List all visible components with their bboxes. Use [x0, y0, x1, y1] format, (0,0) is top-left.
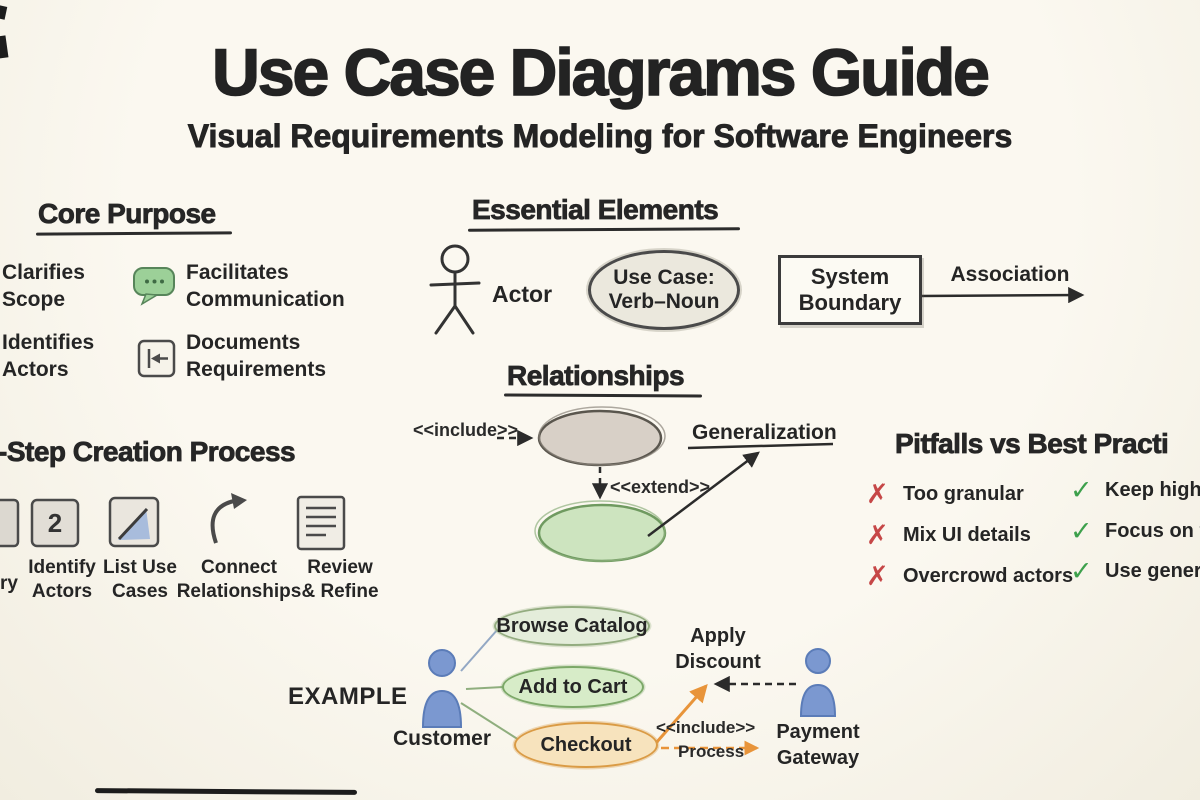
check-icon: ✓ — [1070, 516, 1093, 547]
generalization-label: Generalization — [692, 421, 837, 444]
page-title: Use Case Diagrams Guide — [211, 34, 990, 110]
customer-person-icon — [421, 649, 463, 728]
include-label: <<include>> — [413, 420, 519, 440]
payment-gateway-label: Payment Gateway — [776, 721, 860, 769]
core-purpose-item: Clarifies Scope — [2, 261, 85, 311]
core-purpose-item: Identifies Actors — [2, 331, 95, 381]
step-label: Identify Actors — [28, 557, 96, 603]
use-case-add-to-cart: Add to Cart — [502, 666, 644, 708]
extend-orange-arrow — [654, 683, 708, 744]
customer-association-lines — [460, 628, 520, 741]
pitfall-item: Too granular — [903, 483, 1024, 505]
x-icon: ✗ — [866, 520, 889, 551]
core-purpose-item: Documents Requirements — [186, 331, 327, 381]
apply-discount-label: Apply Discount — [675, 625, 761, 673]
use-case-ellipse: Use Case: Verb–Noun — [588, 250, 740, 330]
x-icon: ✗ — [866, 479, 889, 510]
numbered-box-icon — [30, 498, 80, 548]
example-heading: EXAMPLE — [288, 683, 408, 710]
customer-label: Customer — [392, 727, 492, 750]
check-icon: ✓ — [1070, 556, 1093, 587]
pencil-icon — [108, 496, 160, 548]
example-process-label: Process — [678, 742, 745, 761]
generalization-arrow — [647, 442, 834, 537]
best-practice-item: Keep high — [1105, 479, 1200, 501]
step-number: 2 — [47, 507, 63, 538]
use-case-checkout: Checkout — [514, 722, 658, 768]
core-purpose-heading: Core Purpose — [38, 198, 217, 230]
step-label: List Use Cases — [103, 557, 177, 603]
cut-off-box-icon — [0, 498, 20, 548]
pitfall-item: Overcrowd actors — [903, 565, 1074, 587]
core-purpose-item: Facilitates Communication — [186, 261, 345, 311]
check-icon: ✓ — [1070, 475, 1093, 506]
use-case-browse-catalog: Browse Catalog — [494, 606, 650, 646]
speech-bubble-icon — [133, 267, 175, 306]
actor-label: Actor — [492, 281, 553, 307]
actor-stick-figure-icon — [429, 244, 481, 335]
document-lines-icon — [296, 495, 346, 551]
system-boundary-box: System Boundary — [778, 255, 922, 325]
best-practice-item: Focus on f — [1105, 520, 1200, 542]
step-label: Connect Relationships — [176, 557, 302, 603]
relationships-heading: Relationships — [507, 360, 685, 392]
essential-elements-heading: Essential Elements — [472, 194, 720, 226]
association-arrow — [919, 286, 1085, 304]
step-label: ry — [0, 573, 18, 594]
curved-arrow-icon — [210, 493, 247, 544]
page-subtitle: Visual Requirements Modeling for Softwar… — [187, 118, 1013, 155]
creation-process-heading: -Step Creation Process — [0, 436, 296, 468]
association-label: Association — [950, 263, 1070, 286]
extend-label: <<extend>> — [610, 477, 711, 497]
best-practice-item: Use gener — [1105, 560, 1200, 582]
step-label: Review & Refine — [301, 557, 379, 603]
pitfalls-heading: Pitfalls vs Best Practi — [895, 428, 1170, 460]
payment-gateway-person-icon — [799, 648, 837, 717]
example-include-label: <<include>> — [656, 718, 756, 737]
document-arrow-icon — [137, 339, 176, 378]
relationship-base-ellipse — [537, 406, 666, 467]
relationship-green-ellipse — [534, 500, 667, 563]
pitfall-item: Mix UI details — [903, 524, 1031, 546]
x-icon: ✗ — [866, 561, 889, 592]
